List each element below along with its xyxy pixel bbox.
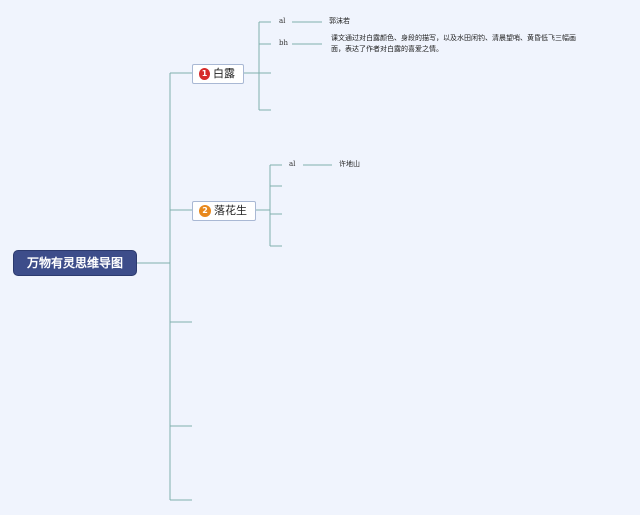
- branch-node-luohuasheng[interactable]: 2 落花生: [192, 201, 256, 221]
- description-line-1: 课文通过对白露颜色、身段的描写，以及水田闲钓、清晨望哨、黄昏低飞三幅画: [331, 34, 576, 42]
- number-badge-icon: 1: [199, 68, 210, 80]
- sub-label-bh[interactable]: bh: [279, 39, 288, 47]
- root-title: 万物有灵思维导图: [26, 256, 123, 270]
- sub-label-al[interactable]: al: [289, 160, 296, 168]
- leaf-author[interactable]: 许地山: [339, 160, 360, 168]
- sub-label-al[interactable]: al: [279, 17, 286, 25]
- root-node[interactable]: 万物有灵思维导图: [14, 251, 136, 275]
- description-line-2: 面，表达了作者对白露的喜爱之情。: [331, 45, 443, 53]
- branch-title: 落花生: [214, 204, 247, 217]
- number-badge-icon: 2: [199, 205, 211, 217]
- leaf-description[interactable]: 课文通过对白露颜色、身段的描写，以及水田闲钓、清晨望哨、黄昏低飞三幅画 面，表达…: [331, 33, 576, 55]
- branch-title: 白露: [213, 67, 235, 80]
- branch-node-bailu[interactable]: 1 白露: [192, 64, 244, 84]
- leaf-author[interactable]: 郭沫若: [329, 17, 350, 25]
